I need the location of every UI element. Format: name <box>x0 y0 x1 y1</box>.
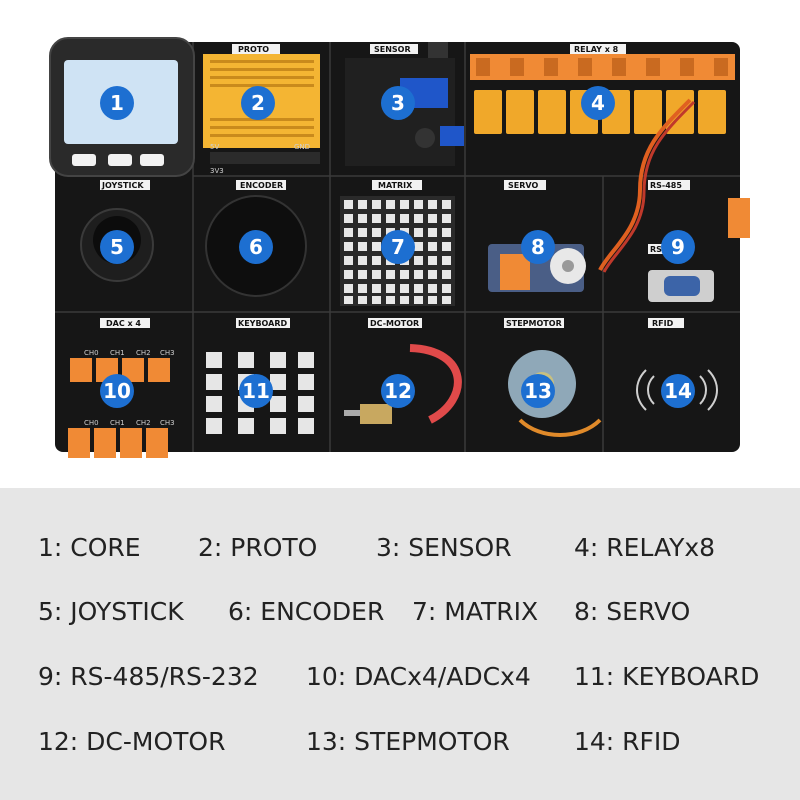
label-joystick: JOYSTICK <box>101 181 144 190</box>
badge-7: 7 <box>391 235 405 259</box>
badge-9: 9 <box>671 235 685 259</box>
label-dac: DAC x 4 <box>106 319 141 328</box>
badge-4: 4 <box>591 91 605 115</box>
proto-5v-label: 5V <box>210 143 219 151</box>
legend-item: 14: RFID <box>574 727 681 756</box>
proto-gnd-label: GND <box>294 143 310 151</box>
legend-item: 12: DC-MOTOR <box>38 727 226 756</box>
label-relay: RELAY x 8 <box>574 45 619 54</box>
legend-item: 10: DACx4/ADCx4 <box>306 662 531 691</box>
label-dcmotor: DC-MOTOR <box>370 319 419 328</box>
dac-ch1-label: CH1 <box>110 349 125 357</box>
proto-3v3-label: 3V3 <box>210 167 224 175</box>
badge-8: 8 <box>531 235 545 259</box>
legend-item: 2: PROTO <box>198 533 318 562</box>
badge-14: 14 <box>664 379 692 403</box>
legend-item: 5: JOYSTICK <box>38 597 184 626</box>
label-rs232: RS <box>650 245 662 254</box>
legend-item: 1: CORE <box>38 533 141 562</box>
legend-item: 9: RS-485/RS-232 <box>38 662 259 691</box>
relay-module <box>470 54 735 273</box>
label-rs485: RS-485 <box>650 181 682 190</box>
module-dividers <box>55 42 740 452</box>
badge-2: 2 <box>251 91 265 115</box>
badge-numbers: 1 2 3 4 5 6 7 8 9 10 11 12 13 14 <box>103 91 692 403</box>
dac-ch3-label: CH3 <box>160 349 175 357</box>
badge-6: 6 <box>249 235 263 259</box>
badge-10: 10 <box>103 379 131 403</box>
label-rfid: RFID <box>652 319 674 328</box>
badge-13: 13 <box>524 379 552 403</box>
label-proto: PROTO <box>238 45 269 54</box>
badge-5: 5 <box>110 235 124 259</box>
silkscreen-tabs <box>100 44 690 328</box>
dac-ch0-label: CH0 <box>84 349 99 357</box>
label-stepmotor: STEPMOTOR <box>506 319 562 328</box>
badge-11: 11 <box>242 379 270 403</box>
legend-item: 7: MATRIX <box>412 597 539 626</box>
rfid-module <box>636 369 718 411</box>
badge-3: 3 <box>391 91 405 115</box>
label-encoder: ENCODER <box>240 181 283 190</box>
label-sensor: SENSOR <box>374 45 411 54</box>
dac-adc-module: CH0 CH1 CH2 CH3 CH0 CH1 CH2 CH3 <box>68 349 175 458</box>
adc-ch1-label: CH1 <box>110 419 125 427</box>
label-keyboard: KEYBOARD <box>238 319 287 328</box>
label-matrix: MATRIX <box>378 181 413 190</box>
badge-1: 1 <box>110 91 124 115</box>
badge-12: 12 <box>384 379 412 403</box>
number-badges <box>100 86 695 408</box>
legend-item: 11: KEYBOARD <box>574 662 760 691</box>
legend-item: 6: ENCODER <box>228 597 385 626</box>
label-servo: SERVO <box>508 181 538 190</box>
adc-ch3-label: CH3 <box>160 419 175 427</box>
servo-module <box>488 244 586 292</box>
module-legend: 1: CORE 2: PROTO 3: SENSOR 4: RELAYx8 5:… <box>0 488 800 800</box>
legend-item: 3: SENSOR <box>376 533 512 562</box>
dac-ch2-label: CH2 <box>136 349 151 357</box>
adc-ch0-label: CH0 <box>84 419 99 427</box>
legend-item: 8: SERVO <box>574 597 691 626</box>
legend-item: 4: RELAYx8 <box>574 533 716 562</box>
legend-item: 13: STEPMOTOR <box>306 727 510 756</box>
adc-ch2-label: CH2 <box>136 419 151 427</box>
board-photo: 5V GND 3V3 <box>49 37 750 458</box>
rs485-module <box>648 198 750 302</box>
dcmotor-module <box>344 344 462 424</box>
board-illustration: 5V GND 3V3 <box>49 37 750 458</box>
